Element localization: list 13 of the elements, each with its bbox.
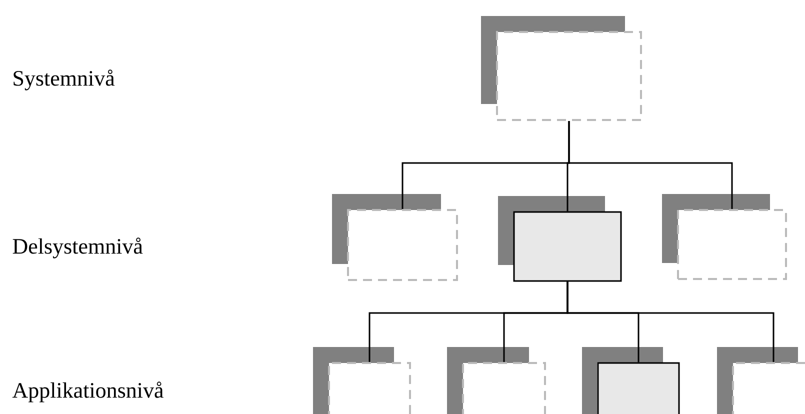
shadowed-box [717, 346, 805, 414]
shadowed-box [313, 346, 411, 414]
shadowed-box [582, 346, 680, 414]
connector-line [568, 120, 733, 209]
level-label: Applikationsnivå [12, 382, 164, 402]
shadowed-box [498, 196, 622, 282]
level-label: Delsystemnivå [12, 238, 143, 258]
shadowed-box [481, 16, 642, 121]
shadowed-box [662, 194, 787, 280]
connector-line [566, 282, 774, 362]
shadowed-box [332, 194, 458, 281]
shadowed-box [447, 346, 546, 414]
level-label: Systemnivå [14, 70, 115, 90]
